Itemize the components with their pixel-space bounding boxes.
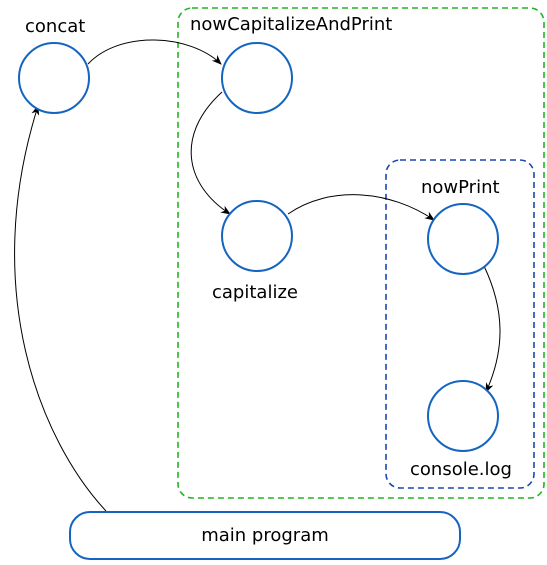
label-console-log: console.log <box>410 459 512 480</box>
label-nowcapitalizeandprint: nowCapitalizeAndPrint <box>190 14 392 35</box>
node-nowcapitalizeandprint <box>221 42 293 114</box>
node-concat <box>18 42 90 114</box>
edge-main-to-concat <box>14 105 107 512</box>
edge-concat-to-nowcapitalizeandprint <box>87 39 222 65</box>
node-main-program <box>69 511 461 560</box>
label-nowprint: nowPrint <box>421 177 500 198</box>
label-concat: concat <box>25 16 85 37</box>
label-main-program: main program <box>201 525 329 546</box>
edge-nowcapitalizeandprint-to-capitalize <box>190 91 231 215</box>
node-nowprint <box>427 203 499 275</box>
label-capitalize: capitalize <box>212 282 298 303</box>
edge-capitalize-to-nowprint <box>287 194 435 221</box>
inner-group-box <box>385 159 535 489</box>
outer-group-box <box>177 7 545 499</box>
node-console-log <box>427 380 499 452</box>
node-capitalize <box>221 200 293 272</box>
edge-nowprint-to-consolelog <box>483 265 501 393</box>
